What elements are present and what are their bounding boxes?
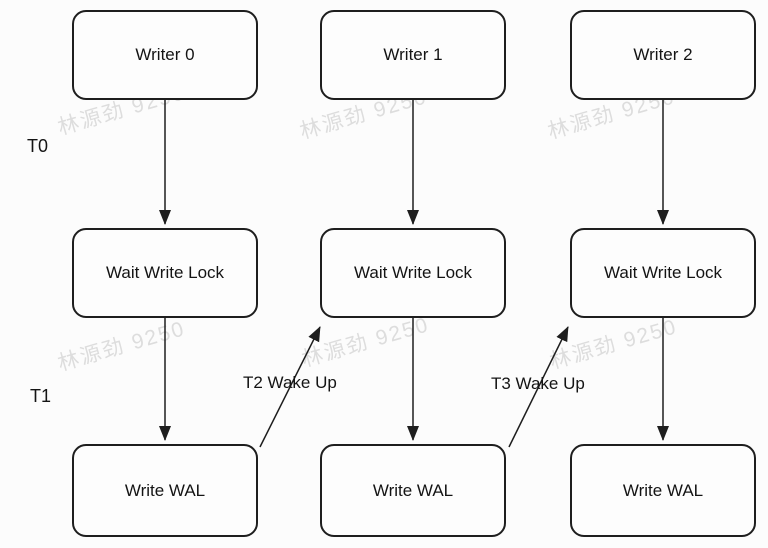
node-label: Wait Write Lock bbox=[105, 263, 225, 282]
watermark: 林源劲 9250 bbox=[55, 317, 189, 376]
node-wait-write-lock-2: Wait Write Lock bbox=[570, 228, 756, 318]
node-write-wal-1: Write WAL bbox=[320, 444, 506, 537]
node-writer-1: Writer 1 bbox=[320, 10, 506, 100]
node-label: Write WAL bbox=[622, 480, 704, 500]
watermark: 林源劲 9250 bbox=[547, 315, 681, 374]
node-label: Writer 1 bbox=[383, 45, 443, 64]
node-write-wal-2: Write WAL bbox=[570, 444, 756, 537]
node-wait-write-lock-1: Wait Write Lock bbox=[320, 228, 506, 318]
node-writer-2: Writer 2 bbox=[570, 10, 756, 100]
node-label: Wait Write Lock bbox=[353, 263, 473, 282]
node-label: Writer 0 bbox=[135, 45, 195, 64]
node-label: Write WAL bbox=[372, 480, 454, 500]
node-label: Write WAL bbox=[124, 480, 206, 500]
node-write-wal-0: Write WAL bbox=[72, 444, 258, 537]
time-label-t0: T0 bbox=[27, 136, 49, 156]
time-label-t1: T1 bbox=[30, 386, 52, 406]
node-label: Writer 2 bbox=[633, 45, 693, 64]
edge-label-t2-wake-up: T2 Wake Up bbox=[243, 373, 337, 392]
watermark: 林源劲 9250 bbox=[299, 313, 433, 372]
node-label: Wait Write Lock bbox=[603, 263, 723, 282]
node-wait-write-lock-0: Wait Write Lock bbox=[72, 228, 258, 318]
edge-label-t3-wake-up: T3 Wake Up bbox=[491, 374, 585, 393]
node-writer-0: Writer 0 bbox=[72, 10, 258, 100]
